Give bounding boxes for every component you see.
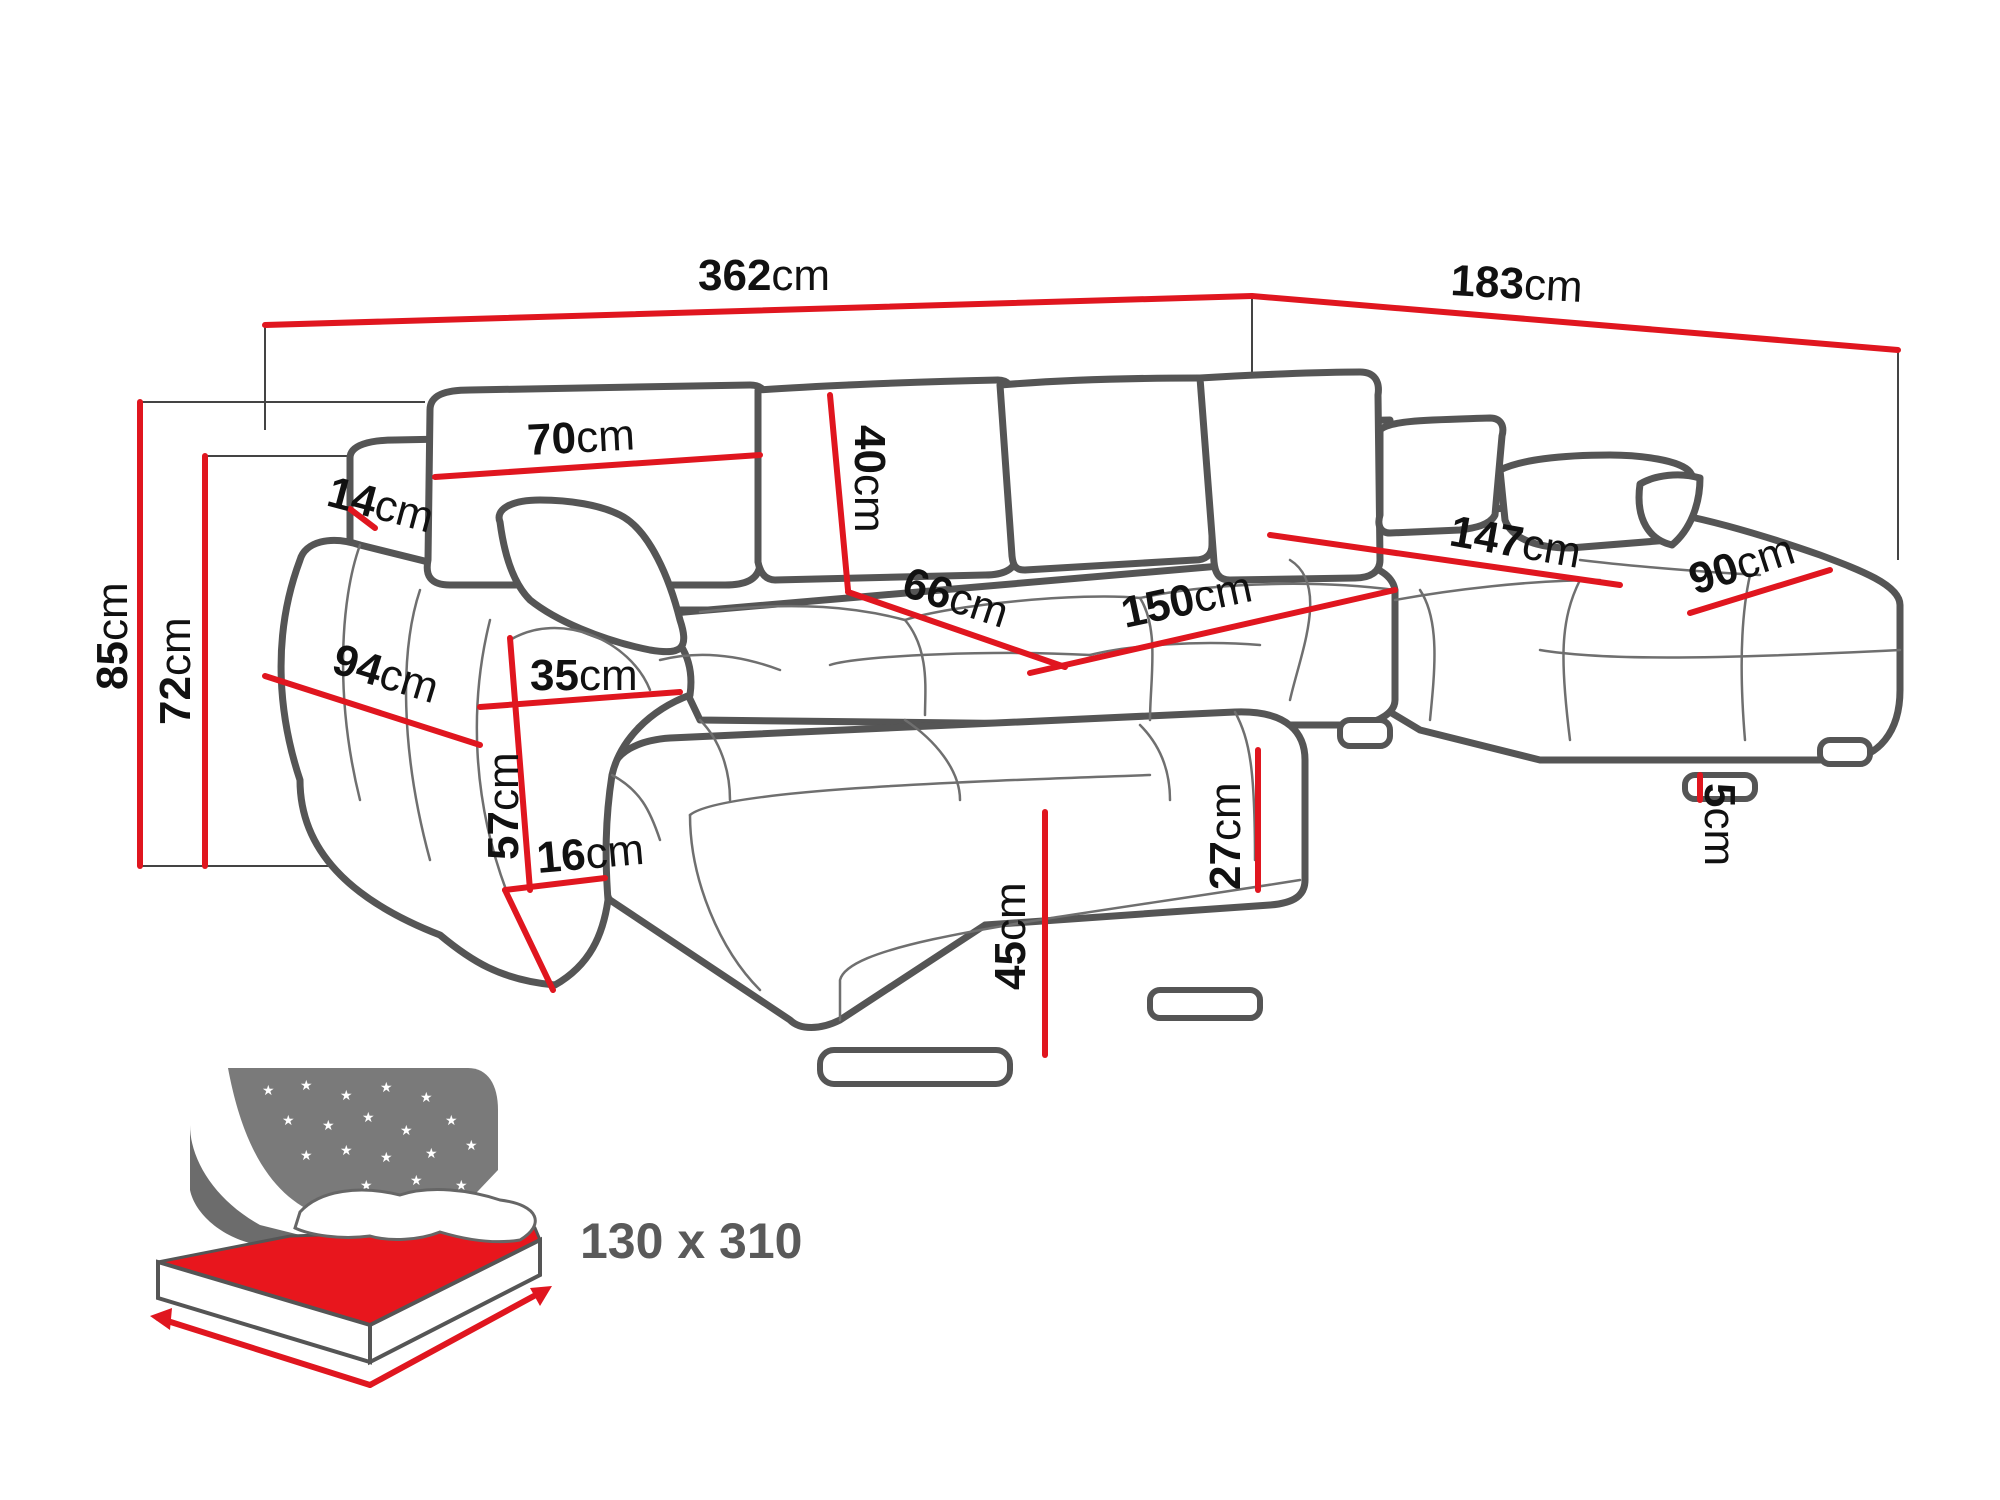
dim-line-armrest-top: [347, 506, 378, 531]
sofa-feet: [817, 717, 1873, 1087]
label-armrest-width: 35cm: [530, 651, 638, 700]
label-chaise-depth-right: 183cm: [1449, 256, 1583, 312]
label-chaise-length-right: 147cm: [1446, 507, 1585, 578]
svg-text:★: ★: [420, 1090, 433, 1106]
dim-line-armrest-depth: [262, 673, 483, 748]
dim-line-armrest-base: [502, 875, 608, 893]
svg-text:★: ★: [262, 1083, 275, 1099]
mattress-front: [368, 1236, 542, 1366]
dim-line-chaise-width-right: [1687, 567, 1833, 616]
svg-text:★: ★: [220, 1168, 233, 1184]
svg-text:★: ★: [465, 1138, 478, 1154]
svg-text:★: ★: [282, 1113, 295, 1129]
dim-line-armrest-front: [502, 887, 556, 993]
svg-text:★: ★: [400, 1123, 413, 1139]
svg-text:★: ★: [445, 1113, 458, 1129]
svg-text:★: ★: [410, 1173, 423, 1189]
dim-line-overall-width: [262, 293, 1255, 328]
svg-text:★: ★: [425, 1146, 438, 1162]
bed-function-icon: ★★★★★ ★★★★★ ★★★★★ ★★★★★: [150, 1068, 552, 1388]
dim-line-chaise-length-right: [1267, 532, 1623, 588]
svg-text:★: ★: [322, 1118, 335, 1134]
pillow: [293, 1188, 537, 1244]
svg-text:★: ★: [250, 1188, 263, 1204]
svg-text:★: ★: [380, 1080, 393, 1096]
upholstery-seams: [341, 543, 1902, 1022]
night-panel: [228, 1068, 498, 1215]
dimension-lines: [137, 293, 1901, 1058]
svg-text:★: ★: [340, 1088, 353, 1104]
svg-text:★: ★: [300, 1148, 313, 1164]
label-cushion-width: 70cm: [526, 410, 636, 465]
curtain-fold: [190, 1125, 300, 1245]
label-armrest-base: 16cm: [535, 825, 646, 883]
label-total-height: 85cm: [88, 582, 137, 690]
bed-size-label: 130 x 310: [580, 1213, 802, 1269]
dim-line-cushion-height: [827, 392, 851, 593]
dim-line-cushion-width: [432, 452, 763, 480]
svg-text:★: ★: [380, 1150, 393, 1166]
label-cushion-height: 40cm: [845, 425, 894, 533]
dim-line-chaise-depth-right: [1249, 293, 1901, 353]
dim-line-seat-depth: [845, 589, 1068, 670]
label-leg-height: 5cm: [1695, 783, 1744, 866]
label-seat-height: 45cm: [986, 882, 1035, 990]
label-overall-width: 362cm: [698, 251, 830, 300]
svg-text:★: ★: [362, 1110, 375, 1126]
dim-line-seat-width: [1027, 587, 1398, 676]
dim-line-armrest-height: [507, 635, 533, 893]
label-seat-cushion-thickness: 27cm: [1201, 782, 1250, 890]
stars: ★★★★★ ★★★★★ ★★★★★ ★★★★★: [220, 1078, 478, 1204]
label-back-height: 72cm: [151, 617, 200, 725]
label-armrest-height: 57cm: [479, 752, 528, 860]
svg-text:★: ★: [340, 1143, 353, 1159]
svg-text:★: ★: [300, 1078, 313, 1094]
dimension-labels: 362cm 183cm 85cm 72cm 70cm 14cm 40cm 66c…: [88, 251, 1800, 990]
back-cushions: [423, 368, 1704, 656]
